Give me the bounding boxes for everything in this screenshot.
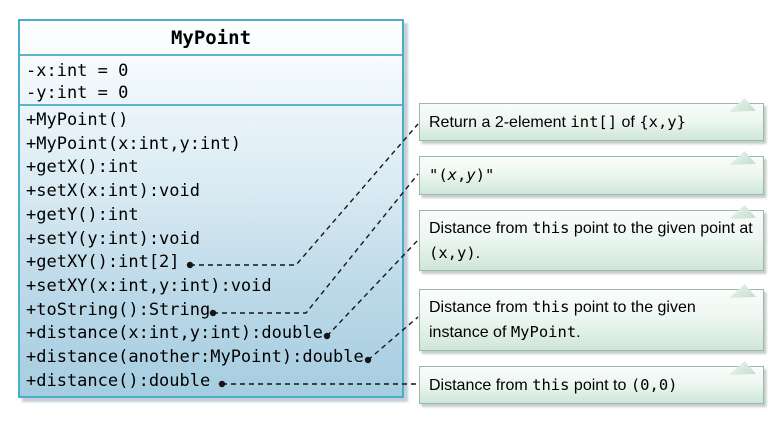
uml-class-box: MyPoint -x:int = 0-y:int = 0 +MyPoint()+… xyxy=(18,19,404,398)
method-row: +setY(y:int):void xyxy=(26,228,200,249)
method-row: +distance():double xyxy=(26,370,211,391)
class-fields-compartment: -x:int = 0-y:int = 0 xyxy=(20,56,402,106)
note-getxy: Return a 2-element int[] of {x,y} xyxy=(419,98,764,141)
field-row: -y:int = 0 xyxy=(26,83,129,103)
method-row: +getXY():int[2] xyxy=(26,252,180,273)
method-row: +MyPoint() xyxy=(26,110,129,130)
class-name: MyPoint xyxy=(170,26,252,49)
class-name-header: MyPoint xyxy=(20,21,402,56)
method-row: +setXY(x:int,y:int):void xyxy=(26,275,272,296)
method-row: +setX(x:int):void xyxy=(26,181,200,202)
method-row: +MyPoint(x:int,y:int) xyxy=(26,133,241,154)
class-methods-compartment: +MyPoint() +MyPoint(x:int,y:int) +getX():i… xyxy=(20,106,402,393)
note-text: "(x,y)" xyxy=(429,166,495,184)
note-distance-origin: Distance from this point to (0,0) xyxy=(419,361,764,404)
note-text: Distance from this point to the given po… xyxy=(429,218,753,262)
note-text: Distance from this point to (0,0) xyxy=(429,375,678,394)
method-row: +toString():String xyxy=(26,299,211,320)
method-row: +getX():int xyxy=(26,157,139,178)
method-row: +distance(another:MyPoint):double xyxy=(26,347,364,368)
note-distance-xy: Distance from this point to the given po… xyxy=(419,205,764,271)
note-text: Return a 2-element int[] of {x,y} xyxy=(429,112,686,131)
note-distance-mypoint: Distance from this point to the given in… xyxy=(419,284,764,351)
note-tostring: "(x,y)" xyxy=(419,151,764,195)
note-text: Distance from this point to the given in… xyxy=(429,298,696,341)
method-row: +getY():int xyxy=(26,204,139,225)
method-row: +distance(x:int,y:int):double xyxy=(26,323,323,344)
field-row: -x:int = 0 xyxy=(26,61,129,81)
